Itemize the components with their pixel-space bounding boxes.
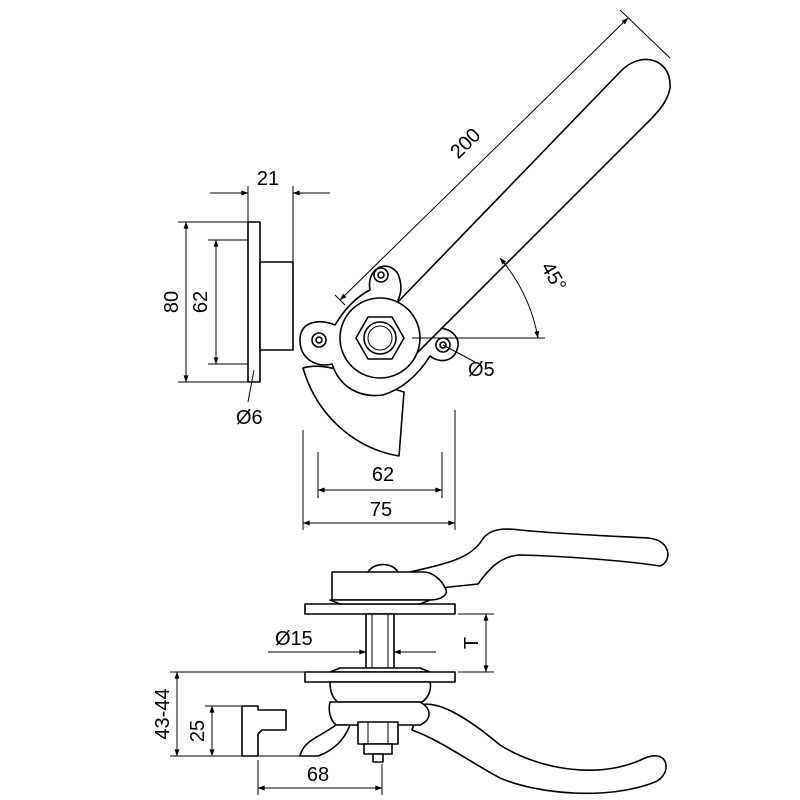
bolt-end (372, 753, 384, 763)
label-plate-width-inner: 62 (372, 464, 394, 486)
side-view (247, 221, 294, 383)
lug-hole-right-inner (439, 341, 447, 349)
label-keeper-span: 68 (307, 764, 329, 786)
label-plate-width-outer: 75 (370, 499, 392, 521)
label-angle: 45° (536, 258, 570, 295)
label-depth: 21 (257, 168, 279, 190)
dim-shaft: Ø15 (268, 628, 436, 655)
label-keeper-height: 25 (187, 720, 209, 742)
nut-bore-inner (367, 325, 393, 351)
lower-plate (328, 701, 430, 726)
upper-lever (409, 528, 669, 589)
lug-hole-left (311, 332, 327, 348)
nut-bore (363, 321, 397, 355)
label-shaft-diameter: Ø15 (275, 628, 313, 650)
lower-lever (411, 703, 667, 795)
label-hole-diameter: Ø5 (468, 359, 495, 381)
dim-plate-width: 62 75 (302, 410, 456, 530)
front-view-latch (241, 528, 669, 795)
lower-nut (357, 721, 399, 745)
dim-thickness: T (458, 613, 494, 673)
dim-keeper-span: 68 (257, 760, 383, 795)
upper-nut (367, 563, 399, 573)
label-handle-length: 200 (446, 124, 485, 163)
label-pin-diameter: Ø6 (236, 407, 263, 429)
label-height-outer: 80 (161, 291, 183, 313)
dim-hole: Ø5 (442, 344, 495, 381)
keeper (241, 705, 287, 757)
top-view-latch (299, 58, 671, 457)
lower-body (329, 681, 432, 703)
lug-hole-left-inner (315, 336, 323, 344)
upper-housing (331, 571, 448, 601)
label-thickness: T (461, 637, 483, 649)
label-height-inner: 62 (190, 291, 212, 313)
dim-heights: 80 62 (161, 221, 248, 383)
cam-foot (299, 724, 351, 757)
shaft (365, 613, 395, 673)
dim-pin: Ø6 (236, 369, 263, 429)
side-plate (247, 221, 261, 383)
dim-keeper-height: 25 (187, 705, 242, 757)
washer (363, 743, 393, 755)
dim-depth: 21 (210, 168, 330, 262)
upper-flange (304, 603, 456, 615)
label-body-height: 43-44 (152, 688, 174, 739)
lower-flange (304, 671, 456, 683)
side-boss (259, 261, 294, 351)
